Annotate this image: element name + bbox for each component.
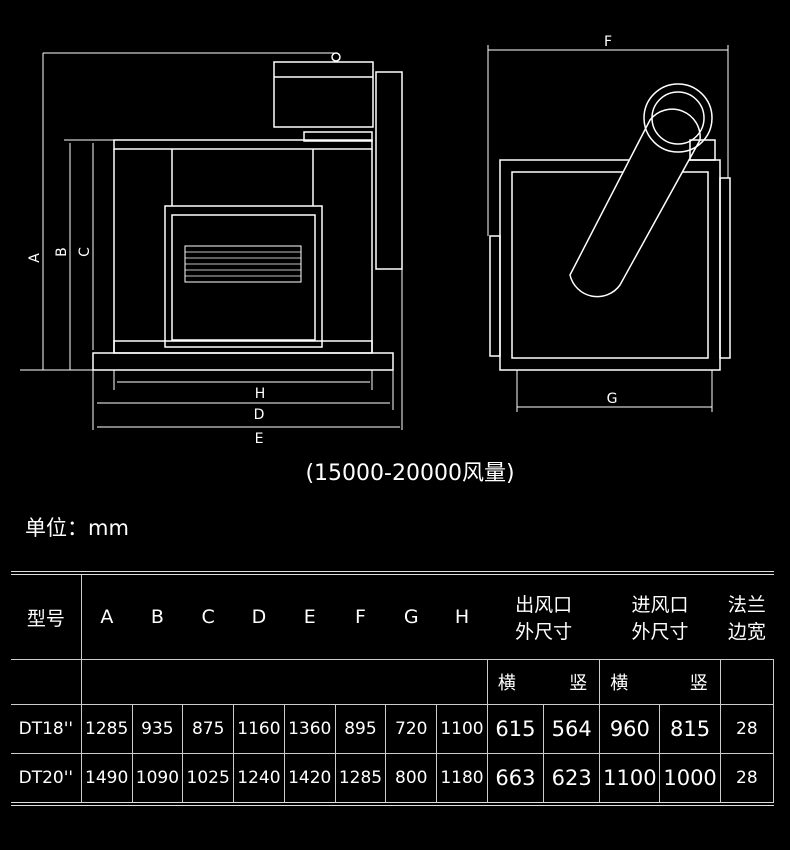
dim-label-g: G (607, 391, 618, 407)
model-cell: DT20'' (11, 753, 82, 805)
dim-label-e: E (255, 431, 264, 447)
airflow-caption: (15000-20000风量) (305, 461, 515, 486)
table-row: DT18'' 1285 935 875 1160 1360 895 720 11… (11, 704, 775, 754)
cell: 1100 (436, 704, 488, 754)
header-c: C (182, 572, 234, 660)
header-flange: 法兰 边宽 (720, 572, 774, 660)
cell: 720 (385, 704, 438, 754)
cell: 663 (486, 753, 545, 805)
cell: 615 (486, 704, 545, 754)
cell: 875 (182, 704, 235, 754)
table-header-row: 型号 A B C D E F G H 出风口 外尺寸 进风口 外尺寸 法兰 边宽 (11, 572, 774, 660)
cell: 1000 (659, 753, 721, 805)
cell: 564 (543, 704, 601, 754)
cell: 28 (719, 753, 775, 805)
cell: 895 (334, 704, 387, 754)
sub-inlet-width: 横 (599, 659, 660, 705)
dim-label-b: B (54, 247, 70, 257)
sub-outlet-width: 横 (486, 659, 544, 705)
header-model: 型号 (11, 572, 82, 660)
cell: 1285 (80, 704, 133, 754)
cell: 1090 (131, 753, 184, 805)
fan-dimension-drawing: A B C H D E F G (20, 34, 731, 447)
header-g: G (385, 572, 437, 660)
dim-label-h: H (255, 386, 266, 402)
cell: 815 (659, 704, 721, 754)
header-outlet: 出风口 外尺寸 (487, 572, 600, 660)
dim-label-a: A (27, 253, 43, 263)
cell: 1160 (233, 704, 285, 754)
model-cell: DT18'' (11, 704, 82, 754)
dim-label-c: C (77, 247, 93, 257)
dimension-table: 型号 A B C D E F G H 出风口 外尺寸 进风口 外尺寸 法兰 边宽… (11, 571, 775, 806)
cell: 1240 (233, 753, 285, 805)
table-row: DT20'' 1490 1090 1025 1240 1420 1285 800… (11, 753, 775, 805)
sub-outlet-height: 竖 (543, 659, 601, 705)
cell: 1285 (334, 753, 387, 805)
cell: 1100 (599, 753, 661, 805)
cell: 1180 (436, 753, 488, 805)
unit-label: 单位：mm (25, 516, 129, 540)
header-e: E (284, 572, 336, 660)
cell: 800 (385, 753, 438, 805)
dim-label-d: D (254, 407, 265, 423)
cell: 935 (131, 704, 184, 754)
header-b: B (132, 572, 183, 660)
cell: 1360 (283, 704, 336, 754)
header-a: A (81, 572, 133, 660)
side-view (487, 45, 731, 412)
front-view (20, 52, 403, 430)
header-d: D (233, 572, 285, 660)
cell: 1420 (283, 753, 336, 805)
sub-inlet-height: 竖 (659, 659, 721, 705)
header-h: H (436, 572, 488, 660)
table-subheader-row: 横 竖 横 竖 (11, 659, 775, 705)
cell: 1490 (80, 753, 133, 805)
cell: 960 (599, 704, 661, 754)
dim-label-f: F (604, 34, 612, 50)
cell: 623 (543, 753, 601, 805)
header-f: F (335, 572, 386, 660)
header-inlet: 进风口 外尺寸 (599, 572, 721, 660)
cell: 28 (719, 704, 775, 754)
cell: 1025 (182, 753, 235, 805)
